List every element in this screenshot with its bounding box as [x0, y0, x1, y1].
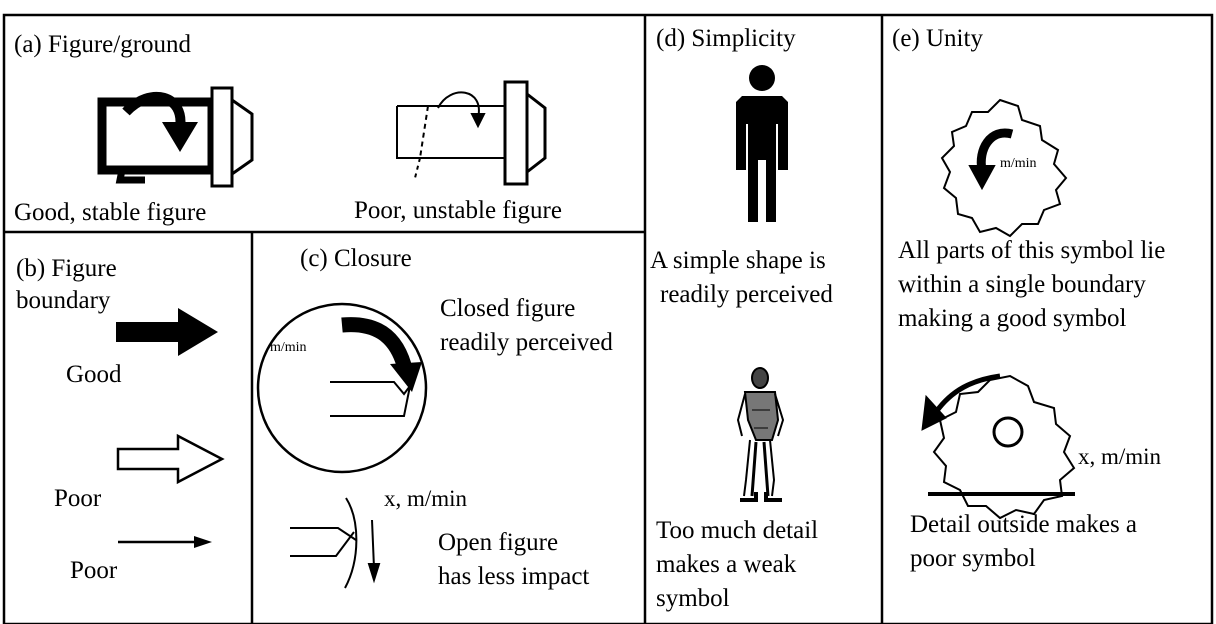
boundary-arrows [116, 308, 225, 548]
good-bold-arrow [116, 308, 218, 356]
closed-figure-symbol [256, 302, 428, 474]
outside-detail-saw-symbol [921, 373, 1076, 520]
panel-e-outside-line2: poor symbol [910, 545, 1036, 572]
panel-e-unity-symbol-label: m/min [1000, 156, 1037, 171]
panel-a-good-caption: Good, stable figure [14, 199, 207, 226]
panel-a-poor-caption: Poor, unstable figure [354, 197, 562, 224]
panel-b-poor-label-1: Poor [54, 485, 102, 512]
panel-e-unity-line3: making a good symbol [898, 305, 1127, 332]
panel-d-simple-line2: readily perceived [660, 281, 833, 308]
panel-d-detail-line2: makes a weak [656, 551, 797, 578]
panel-d-detail-line3: symbol [656, 585, 730, 612]
panel-e-unity-line1: All parts of this symbol lie [898, 237, 1166, 264]
panel-e-outside-line1: Detail outside makes a [910, 511, 1138, 538]
panel-b-title-line2: boundary [16, 287, 111, 314]
panel-b-title-line1: (b) Figure [16, 255, 117, 282]
panel-d-title: (d) Simplicity [656, 25, 796, 52]
panel-b-good-label: Good [66, 361, 122, 388]
unstable-figure-symbol [396, 80, 547, 186]
panel-c-closed-line2: readily perceived [440, 329, 613, 356]
detailed-person-illustration [736, 367, 785, 502]
panel-c-open-line1: Open figure [438, 529, 559, 556]
panel-e-unity-line2: within a single boundary [898, 271, 1146, 298]
panel-d-detail-line1: Too much detail [656, 517, 819, 544]
panel-e-title: (e) Unity [892, 25, 983, 52]
panel-d-simple-line1: A simple shape is [650, 247, 826, 274]
panel-c-open-line2: has less impact [438, 563, 590, 590]
unity-saw-symbol [940, 98, 1068, 238]
panel-c-open-symbol-label: x, m/min [384, 486, 468, 511]
panel-c-title: (c) Closure [300, 245, 412, 272]
poor-outline-arrow [116, 433, 225, 485]
open-figure-symbol [290, 497, 381, 589]
panel-b-poor-label-2: Poor [70, 557, 118, 584]
panel-c-closed-line1: Closed figure [440, 295, 576, 322]
simple-person-icon [736, 65, 788, 222]
panel-e-outside-symbol-label: x, m/min [1078, 444, 1162, 469]
panel-c-closed-symbol-label: m/min [270, 340, 307, 355]
stable-figure-symbol [97, 86, 254, 188]
panel-a-title: (a) Figure/ground [14, 31, 192, 58]
panel-grid [2, 13, 1214, 624]
poor-thin-arrow [194, 536, 212, 548]
